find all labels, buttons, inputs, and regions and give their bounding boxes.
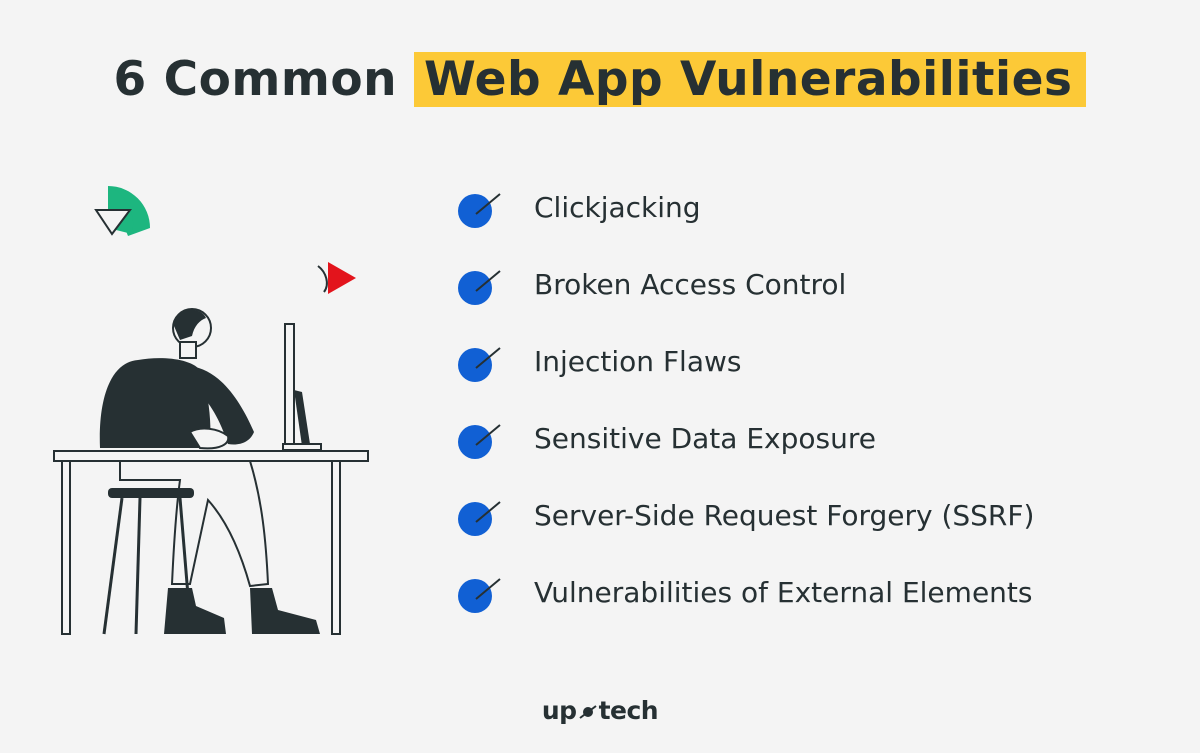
logo-text-left: up <box>541 696 577 725</box>
list-item-label: Broken Access Control <box>534 268 847 301</box>
title-prefix: 6 Common <box>113 52 414 107</box>
list-item: Broken Access Control <box>456 263 1034 340</box>
title-highlight: Web App Vulnerabilities <box>413 52 1087 107</box>
green-shape-icon <box>94 186 150 236</box>
list-item-label: Clickjacking <box>534 191 701 224</box>
check-bullet-icon <box>456 263 502 305</box>
list-item: Sensitive Data Exposure <box>456 417 1034 494</box>
list-item-label: Vulnerabilities of External Elements <box>534 576 1033 609</box>
page-title: 6 Common Web App Vulnerabilities <box>0 52 1200 108</box>
vulnerability-list: Clickjacking Broken Access Control Injec… <box>456 186 1034 648</box>
list-item-label: Server-Side Request Forgery (SSRF) <box>534 499 1035 532</box>
list-item: Clickjacking <box>456 186 1034 263</box>
person-at-computer-illustration <box>53 186 369 635</box>
check-bullet-icon <box>456 494 502 536</box>
check-bullet-icon <box>456 340 502 382</box>
check-bullet-icon <box>456 417 502 459</box>
check-bullet-icon <box>456 571 502 613</box>
list-item-label: Injection Flaws <box>534 345 742 378</box>
red-arrow-icon <box>317 262 356 294</box>
logo-mark-icon <box>578 705 597 719</box>
list-item-label: Sensitive Data Exposure <box>534 422 876 455</box>
list-item: Vulnerabilities of External Elements <box>456 571 1034 648</box>
list-item: Server-Side Request Forgery (SSRF) <box>456 494 1034 571</box>
check-bullet-icon <box>456 186 502 228</box>
logo-text-right: tech <box>598 696 659 725</box>
list-item: Injection Flaws <box>456 340 1034 417</box>
